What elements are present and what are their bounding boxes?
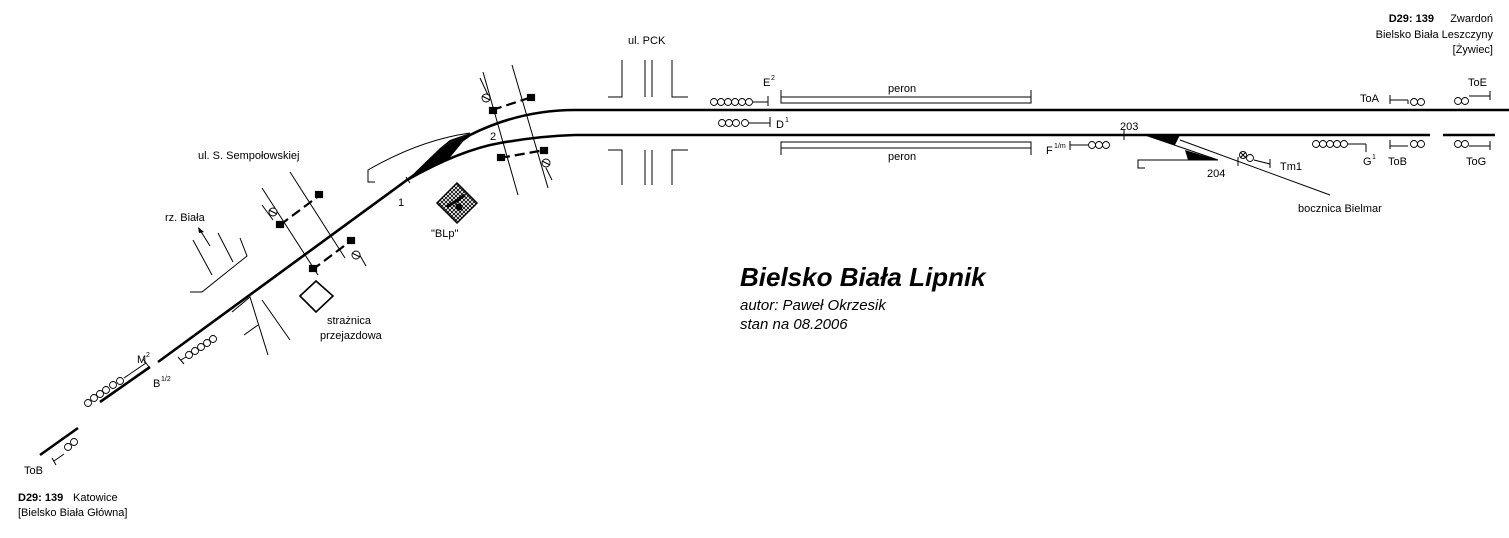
signal-box-label: "BLp" xyxy=(431,228,458,240)
barriers xyxy=(275,93,549,273)
signal-f-sup: 1/m xyxy=(1054,143,1066,150)
switch-2-frog xyxy=(440,133,470,148)
signal-tog-label: ToG xyxy=(1466,156,1486,168)
date-label: stan na 08.2006 xyxy=(740,316,848,333)
river-arrow-icon xyxy=(198,227,211,247)
siding-204-stub xyxy=(1137,159,1218,169)
platform-lower xyxy=(780,141,1032,155)
signal-d1 xyxy=(718,117,771,127)
diagram-title: Bielsko Biała Lipnik xyxy=(740,262,987,292)
stub-siding-1 xyxy=(367,132,471,183)
switch-frogs xyxy=(407,133,1218,180)
signal-m-label: M xyxy=(137,354,146,366)
switch-1-frog xyxy=(407,133,470,180)
signal-f1m xyxy=(1069,141,1110,150)
signal-m-sup: 2 xyxy=(146,352,150,359)
signal-tob-west xyxy=(51,438,78,466)
switch-204-frog xyxy=(1185,150,1218,160)
siding-204 xyxy=(1144,134,1219,161)
crossing-lamps xyxy=(261,77,553,267)
signal-tm1 xyxy=(1239,151,1271,168)
platform-upper xyxy=(780,90,1032,104)
track-ticks xyxy=(405,130,1239,184)
signal-g-label: G xyxy=(1363,156,1372,168)
signal-toa xyxy=(1389,95,1425,106)
signal-box-blp xyxy=(435,181,479,225)
signal-f-label: F xyxy=(1046,145,1053,157)
switch-2-label: 2 xyxy=(490,131,496,143)
main-track-diagonal-segment xyxy=(99,365,151,404)
main-track-diagonal-end xyxy=(39,426,79,457)
main-track-upper xyxy=(406,108,1509,182)
platform-upper-label: peron xyxy=(888,83,916,95)
signal-e-label: E xyxy=(763,77,770,89)
signal-tob-east xyxy=(1389,140,1425,149)
signal-d-sup: 1 xyxy=(785,117,789,124)
route-east-note: [Żywiec] xyxy=(1453,43,1493,56)
author-label: autor: Paweł Okrzesik xyxy=(740,297,887,314)
signal-d-label: D xyxy=(776,119,784,131)
road-pck xyxy=(608,60,688,185)
route-east-next: Bielsko Biała Leszczyny xyxy=(1376,29,1494,41)
route-east-line: D29: 139 xyxy=(1389,13,1434,25)
road-sempolowskiej xyxy=(190,171,346,293)
switch-203-frog xyxy=(1145,135,1180,145)
signal-g1 xyxy=(1312,140,1367,152)
switch-1-label: 1 xyxy=(398,197,404,209)
signal-tm1-label: Tm1 xyxy=(1280,161,1302,173)
signal-b-label: B xyxy=(153,378,160,390)
crossing-hut xyxy=(298,279,335,314)
signal-toe xyxy=(1454,91,1491,105)
roads-lower xyxy=(231,296,291,356)
road-near-switch-2 xyxy=(482,64,549,196)
route-west-line: D29: 139 xyxy=(18,492,63,504)
signal-m2 xyxy=(84,358,150,407)
signal-tob-east-label: ToB xyxy=(1388,156,1407,168)
route-east-station: Zwardoń xyxy=(1450,13,1493,25)
signal-tog xyxy=(1454,140,1491,150)
crossing-hut-label-2: przejazdowa xyxy=(320,330,383,342)
crossing-hut-label-1: strażnica xyxy=(327,315,372,327)
river-label: rz. Biała xyxy=(165,212,206,224)
switch-203-label: 203 xyxy=(1120,121,1138,133)
signal-e-sup: 2 xyxy=(771,75,775,82)
signal-b-sup: 1/2 xyxy=(161,376,171,383)
street-pck-label: ul. PCK xyxy=(628,35,666,47)
signal-b12 xyxy=(177,335,217,365)
route-west-station: Katowice xyxy=(73,492,118,504)
signal-g-sup: 1 xyxy=(1372,154,1376,161)
signal-e2 xyxy=(710,96,769,106)
street-sempolowskiej-label: ul. S. Sempołowskiej xyxy=(198,150,300,162)
siding-bielmar-label: bocznica Bielmar xyxy=(1298,203,1382,215)
switch-204-label: 204 xyxy=(1207,168,1225,180)
signal-tob-west-label: ToB xyxy=(24,465,43,477)
platform-lower-label: peron xyxy=(888,151,916,163)
siding-bielmar xyxy=(1179,139,1331,196)
signal-toa-label: ToA xyxy=(1360,93,1380,105)
route-west-note: [Bielsko Biała Główna] xyxy=(18,507,127,519)
signal-toe-label: ToE xyxy=(1468,77,1487,89)
